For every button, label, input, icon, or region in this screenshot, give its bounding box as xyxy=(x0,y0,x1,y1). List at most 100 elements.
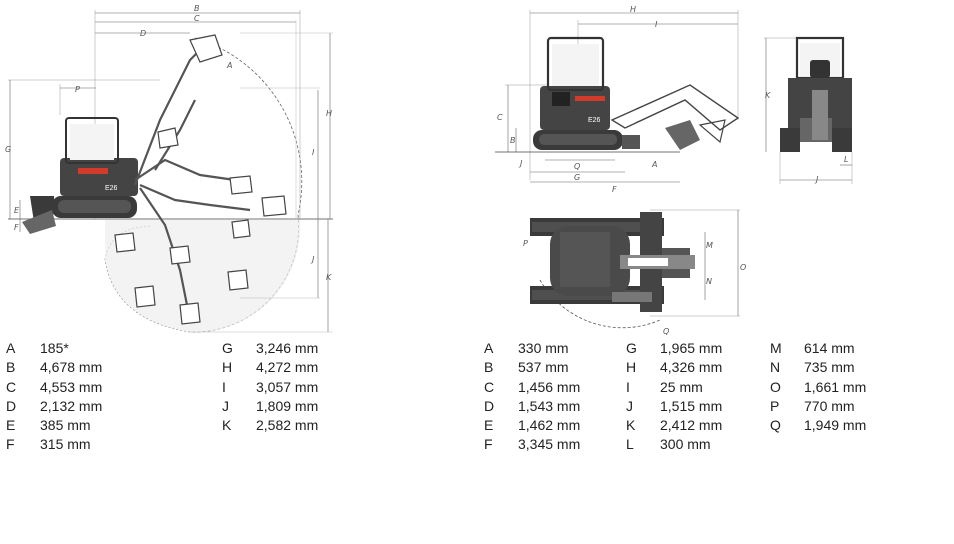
spec-key: B xyxy=(6,359,16,376)
spec-row: F 3,345 mm xyxy=(484,435,580,454)
spec-key: F xyxy=(484,436,493,453)
brand-label-small: E26 xyxy=(588,117,601,124)
label-J-front: J xyxy=(814,175,819,184)
spec-row: K 2,412 mm xyxy=(626,416,722,435)
spec-value: 3,345 mm xyxy=(518,436,581,453)
spec-key: P xyxy=(770,397,780,414)
spec-value: 1,949 mm xyxy=(804,417,867,434)
front-view-diagram: K L J xyxy=(764,36,853,184)
spec-value: 300 mm xyxy=(660,436,711,453)
spec-value: 385 mm xyxy=(40,417,91,434)
spec-row: P 770 mm xyxy=(770,397,866,416)
excavator-top-icon xyxy=(530,212,695,312)
brand-label: E26 xyxy=(105,185,118,192)
bucket-positions xyxy=(114,34,287,325)
spec-row: N 735 mm xyxy=(770,358,866,377)
spec-key: C xyxy=(484,378,495,395)
spec-row: J 1,515 mm xyxy=(626,397,722,416)
spec-row: D 1,543 mm xyxy=(484,397,580,416)
label-P: P xyxy=(75,85,80,94)
spec-key: K xyxy=(222,417,232,434)
spec-value: 2,132 mm xyxy=(40,397,103,414)
spec-value: 2,412 mm xyxy=(660,417,723,434)
label-K: K xyxy=(326,273,332,282)
side-reach-diagram: E26 B C D P xyxy=(5,4,333,333)
spec-key: E xyxy=(6,417,16,434)
label-K-front: K xyxy=(765,91,771,100)
spec-value: 1,809 mm xyxy=(256,397,319,414)
label-A: A xyxy=(226,61,232,70)
spec-value: 4,678 mm xyxy=(40,359,103,376)
spec-value: 1,965 mm xyxy=(660,340,723,356)
spec-row: H 4,326 mm xyxy=(626,358,722,377)
spec-key: H xyxy=(626,359,637,376)
spec-row: J 1,809 mm xyxy=(222,397,318,416)
label-N-top: N xyxy=(706,277,712,286)
label-P-top: P xyxy=(523,239,528,248)
label-B-side: B xyxy=(510,136,516,145)
spec-key: G xyxy=(222,340,233,356)
spec-key: K xyxy=(626,417,636,434)
spec-key: J xyxy=(626,397,633,414)
spec-value: 2,582 mm xyxy=(256,417,319,434)
spec-value: 25 mm xyxy=(660,378,703,395)
label-B: B xyxy=(194,4,200,13)
spec-value: 1,462 mm xyxy=(518,417,581,434)
spec-row: C 1,456 mm xyxy=(484,378,580,397)
label-O-top: O xyxy=(740,263,746,272)
excavator-side-icon: E26 xyxy=(22,117,138,234)
excavator-front-icon xyxy=(780,36,852,152)
spec-value: 1,661 mm xyxy=(804,378,867,395)
spec-key: D xyxy=(484,397,495,414)
spec-value: 185* xyxy=(40,340,69,356)
spec-key: O xyxy=(770,378,781,395)
spec-value: 3,246 mm xyxy=(256,340,319,356)
spec-key: Q xyxy=(770,417,781,434)
spec-value: 1,456 mm xyxy=(518,378,581,395)
spec-row: O 1,661 mm xyxy=(770,378,866,397)
spec-value: 4,272 mm xyxy=(256,359,319,376)
spec-value: 735 mm xyxy=(804,359,855,376)
spec-value: 1,515 mm xyxy=(660,397,723,414)
spec-key: J xyxy=(222,397,229,414)
spec-key: N xyxy=(770,359,781,376)
label-C: C xyxy=(194,14,200,23)
top-view-diagram: P M N O Q xyxy=(523,209,746,336)
label-Q-side: Q xyxy=(574,162,580,171)
label-M-top: M xyxy=(706,241,713,250)
spec-value: 770 mm xyxy=(804,397,855,414)
label-L-front: L xyxy=(844,155,848,164)
spec-key: H xyxy=(222,359,233,376)
spec-key: M xyxy=(770,340,782,356)
label-I-side: I xyxy=(655,20,658,29)
spec-row: G 3,246 mm xyxy=(222,339,318,358)
spec-row: K 2,582 mm xyxy=(222,416,318,435)
label-F: F xyxy=(14,223,19,232)
label-Q-top: Q xyxy=(663,327,669,336)
label-G: G xyxy=(5,145,11,154)
spec-value: 537 mm xyxy=(518,359,569,376)
label-F-side: F xyxy=(612,185,617,194)
spec-value: 330 mm xyxy=(518,340,569,356)
spec-row: Q 1,949 mm xyxy=(770,416,866,435)
spec-value: 3,057 mm xyxy=(256,378,319,395)
spec-key: C xyxy=(6,378,17,395)
label-J: J xyxy=(310,255,315,264)
label-J-side: J xyxy=(518,159,523,168)
spec-value: 1,543 mm xyxy=(518,397,581,414)
excavator-transport-icon: E26 xyxy=(533,36,740,150)
spec-value: 4,326 mm xyxy=(660,359,723,376)
